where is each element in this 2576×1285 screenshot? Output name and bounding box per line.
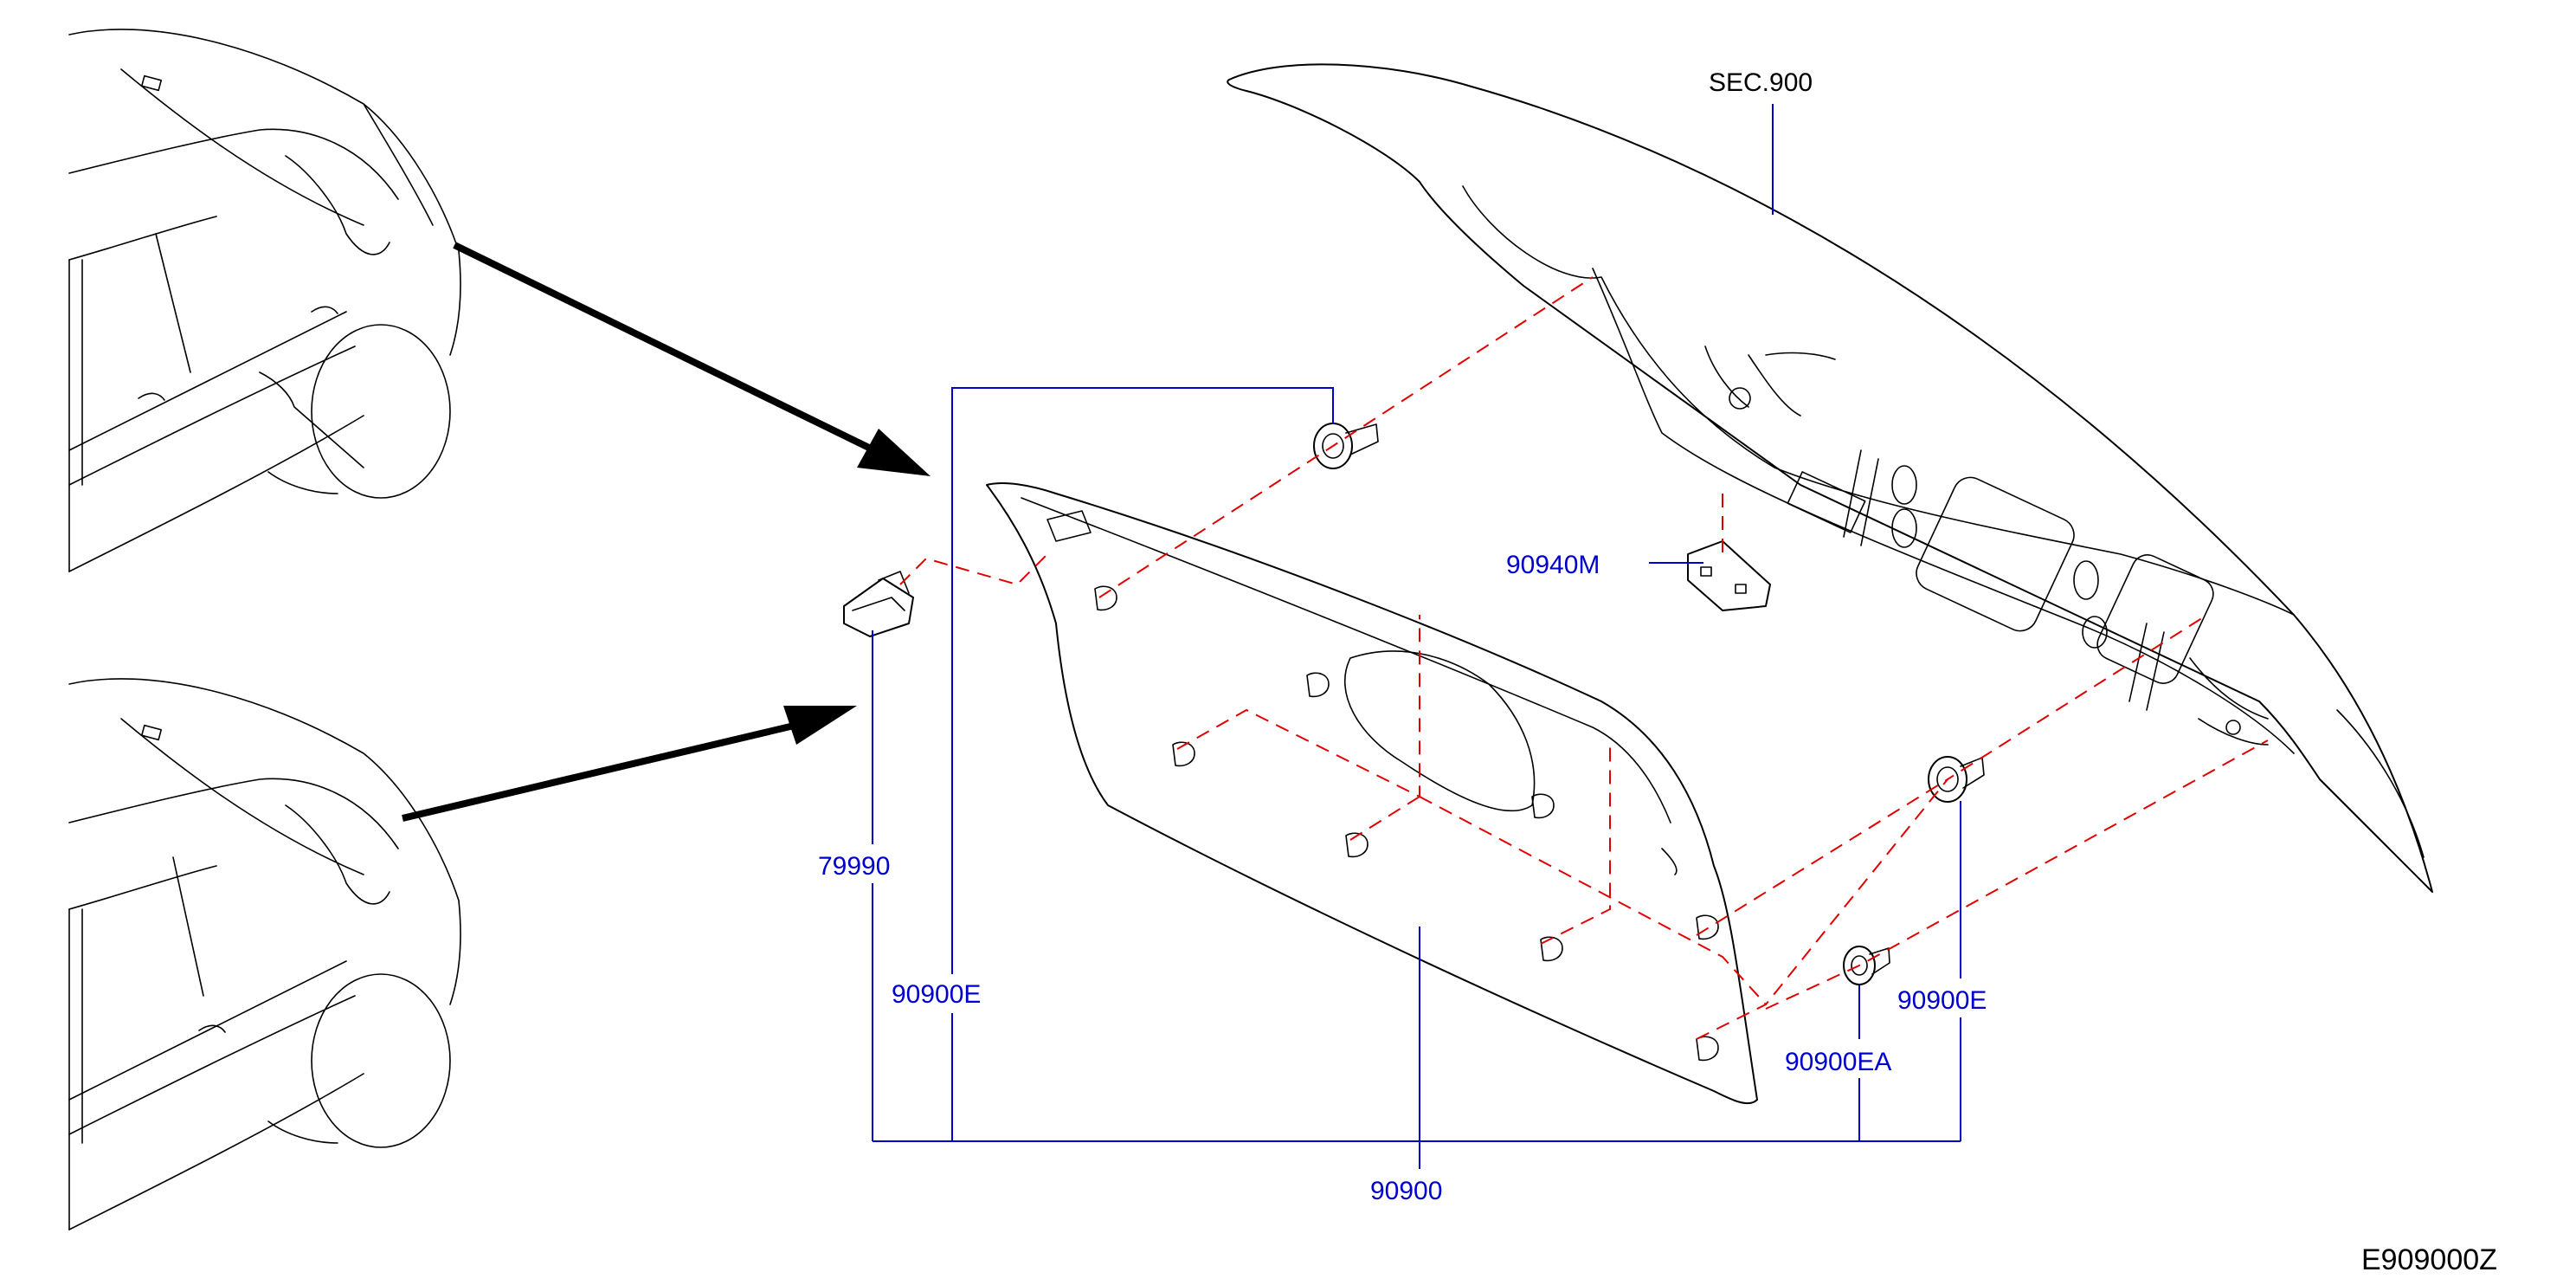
sec-900-label: SEC.900 bbox=[1709, 68, 1813, 97]
clip-90900e-upper bbox=[1313, 423, 1379, 469]
trunk-lid bbox=[1227, 63, 2433, 893]
bracket-79990 bbox=[843, 571, 914, 637]
pointer-arrow-lower bbox=[402, 706, 857, 822]
part-90900e-right-label[interactable]: 90900E bbox=[1897, 986, 1987, 1015]
installation-lines bbox=[899, 276, 2269, 1040]
leader-lines bbox=[872, 104, 1961, 1169]
vehicle-view-upper bbox=[68, 29, 461, 572]
part-79990-label[interactable]: 79990 bbox=[818, 852, 890, 881]
part-90900-label[interactable]: 90900 bbox=[1370, 1177, 1442, 1205]
part-90900e-left-label[interactable]: 90900E bbox=[892, 980, 981, 1009]
bracket-90940m bbox=[1687, 540, 1771, 611]
part-90940m-label[interactable]: 90940M bbox=[1506, 551, 1600, 579]
clip-90900e-right bbox=[1928, 756, 1985, 803]
part-90900ea-label[interactable]: 90900EA bbox=[1785, 1048, 1891, 1076]
clip-90900ea bbox=[1843, 946, 1890, 985]
diagram-code: E909000Z bbox=[2361, 1243, 2497, 1276]
vehicle-view-lower bbox=[68, 678, 461, 1230]
trunk-lid-finisher bbox=[986, 482, 1758, 1105]
pointer-arrow-upper bbox=[453, 242, 931, 476]
